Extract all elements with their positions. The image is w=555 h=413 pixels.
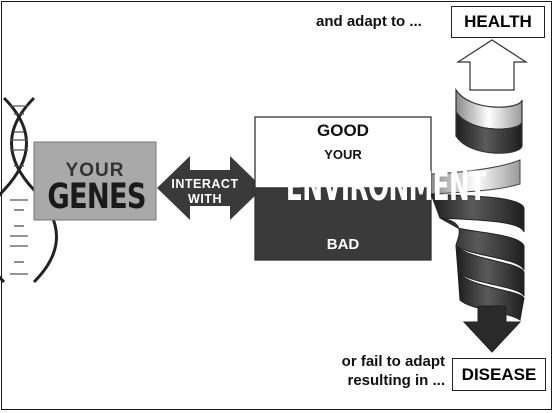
genes-label: GENES: [47, 177, 146, 217]
health-outcome-box: HEALTH: [451, 6, 545, 38]
interact-line2: WITH: [188, 192, 222, 206]
environment-your-label: YOUR: [324, 147, 362, 162]
interact-line1: INTERACT: [171, 177, 239, 191]
adapt-band: [430, 159, 521, 195]
downward-spiral-arrow: [430, 193, 525, 353]
adapt-caption: and adapt to ...: [316, 13, 422, 30]
environment-bad-label: BAD: [326, 236, 360, 253]
upward-spiral-arrow: [455, 39, 529, 154]
interact-label: INTERACT WITH: [164, 177, 246, 207]
environment-box-bad: [254, 187, 432, 261]
disease-outcome-box: DISEASE: [452, 358, 546, 391]
environment-label: ENVIRONMENT: [285, 164, 486, 210]
health-label: HEALTH: [464, 12, 532, 31]
environment-good-label: GOOD: [317, 121, 369, 140]
fail-caption: or fail to adapt resulting in ...: [342, 352, 445, 390]
interact-double-arrow: [157, 156, 263, 220]
genes-box: [33, 141, 157, 221]
genes-your-label: YOUR: [65, 160, 125, 181]
fail-caption-line1: or fail to adapt: [341, 353, 445, 370]
disease-label: DISEASE: [461, 364, 537, 384]
fail-caption-line2: resulting in ...: [347, 372, 445, 389]
environment-box-good: [254, 116, 432, 189]
